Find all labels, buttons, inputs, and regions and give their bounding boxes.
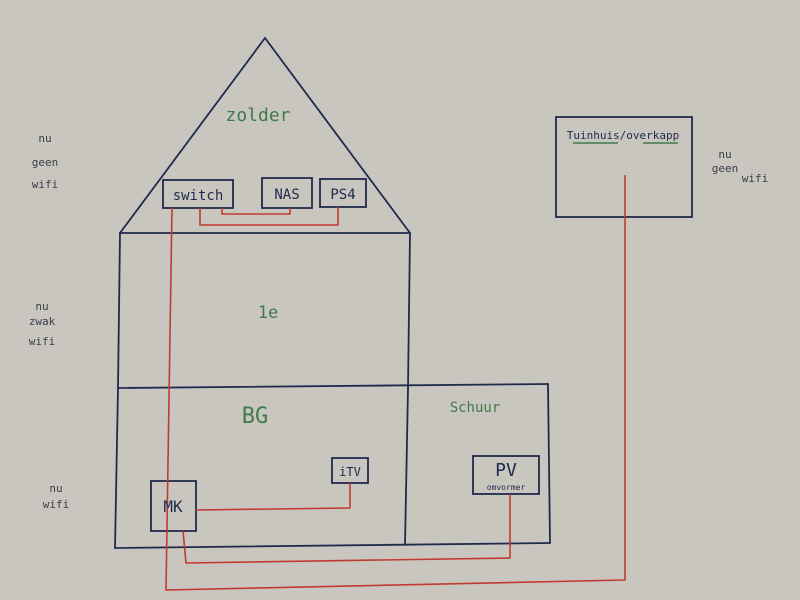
mk-box [150, 480, 197, 532]
itv-label: iTV [339, 465, 361, 479]
attic-label: zolder [225, 105, 290, 126]
ground-floor-left-wall [114, 387, 119, 549]
ground-floor-label: BG [242, 404, 269, 429]
first-floor-right-wall [407, 232, 411, 389]
first-floor-label: 1e [258, 303, 278, 323]
garden-note-line-2: geen [712, 162, 739, 175]
cable-mk-itv [195, 483, 351, 511]
pv-box [472, 455, 540, 495]
garden-note-line-3: wifi [742, 172, 769, 185]
pv-sublabel: omvormer [487, 483, 526, 492]
nas-box [261, 177, 313, 209]
attic-note-line-1: nu [38, 132, 51, 145]
attic-roof-outline [119, 36, 411, 234]
ground-note-line-2: wifi [43, 498, 70, 511]
shed-label: Schuur [450, 400, 501, 416]
ground-floor-bottom-line [114, 542, 551, 549]
shed-right-wall [547, 383, 551, 544]
mk-label: MK [163, 497, 183, 516]
pv-label: PV [495, 460, 517, 481]
switch-label: switch [173, 188, 224, 204]
shed-divider-wall [404, 387, 409, 546]
attic-note-line-3: wifi [32, 178, 59, 191]
garden-house-box [555, 116, 693, 218]
ps4-label: PS4 [330, 187, 355, 203]
cable-switch-garden [165, 175, 626, 591]
cable-switch-ps4 [199, 207, 339, 226]
ground-note-line-1: nu [49, 482, 62, 495]
nas-label: NAS [274, 187, 299, 203]
garden-house-label: Tuinhuis/overkapp [567, 129, 680, 142]
first-note-line-1: nu [35, 300, 48, 313]
attic-note-line-2: geen [32, 156, 59, 169]
cable-switch-nas [221, 208, 291, 215]
first-note-line-3: wifi [29, 335, 56, 348]
first-floor-left-wall [117, 232, 121, 389]
garden-note-line-1: nu [718, 148, 731, 161]
ground-floor-ceiling-line [117, 383, 549, 389]
first-note-line-2: zwak [29, 315, 56, 328]
ps4-box [319, 178, 367, 208]
switch-box [162, 179, 234, 209]
cable-mk-pv [182, 494, 511, 564]
